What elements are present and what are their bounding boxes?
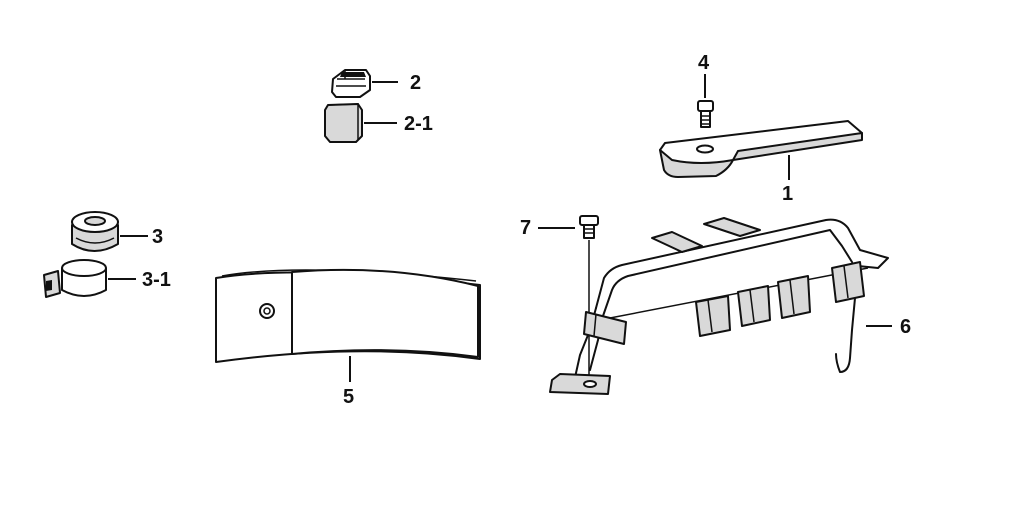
callout-4: 4 <box>698 52 710 98</box>
callout-7: 7 <box>520 217 575 239</box>
part-3-grommet <box>71 211 119 252</box>
svg-text:2: 2 <box>410 72 421 94</box>
callout-5: 5 <box>343 356 354 408</box>
callout-2: 2 <box>372 72 421 94</box>
callout-1: 1 <box>782 155 793 205</box>
svg-text:3-1: 3-1 <box>142 269 171 291</box>
part-6-frame <box>549 217 889 395</box>
part-3-1-clamp <box>43 259 107 298</box>
part-4-bolt <box>697 100 714 128</box>
part-2-1-block <box>324 103 363 143</box>
svg-text:7: 7 <box>520 217 531 239</box>
svg-text:1: 1 <box>782 183 793 205</box>
part-7-bolt <box>579 215 599 382</box>
callout-3: 3 <box>120 226 163 248</box>
callout-2-1: 2-1 <box>364 113 433 135</box>
callout-6: 6 <box>866 316 911 338</box>
part-2-clip <box>331 69 371 98</box>
svg-text:5: 5 <box>343 386 354 408</box>
callout-3-1: 3-1 <box>108 269 171 291</box>
svg-text:3: 3 <box>152 226 163 248</box>
svg-text:2-1: 2-1 <box>404 113 433 135</box>
part-5-sheet <box>215 268 481 363</box>
svg-text:6: 6 <box>900 316 911 338</box>
svg-text:4: 4 <box>698 52 710 74</box>
part-1-bracket <box>659 120 863 178</box>
